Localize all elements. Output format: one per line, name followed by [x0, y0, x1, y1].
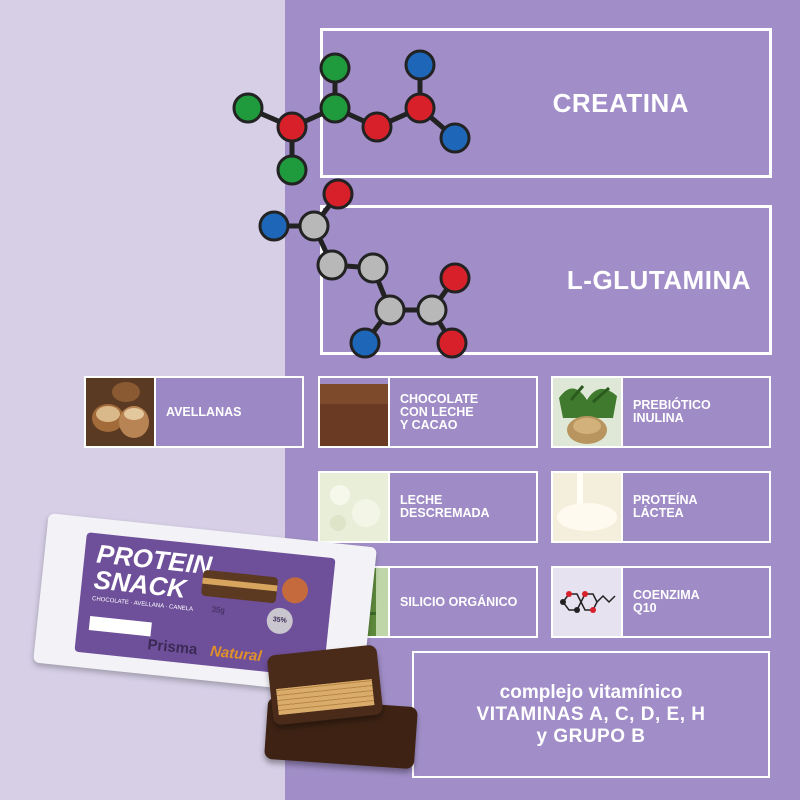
chocolate-image — [320, 378, 388, 446]
vitamin-complex-box: complejo vitamínico VITAMINAS A, C, D, E… — [412, 651, 770, 778]
wafer-layer — [276, 679, 375, 715]
card-separator — [621, 378, 623, 446]
hazelnut-image — [86, 378, 154, 446]
vitamin-line-1: complejo vitamínico — [499, 681, 683, 703]
ingredient-card-avellanas: AVELLANAS — [84, 376, 304, 448]
glutamina-box: L-GLUTAMINA — [320, 205, 772, 355]
coenzyme-structure-image — [553, 568, 621, 636]
chocolate-bar-top — [266, 644, 384, 726]
chocolate-label: CHOCOLATE CON LECHE Y CACAO — [400, 391, 479, 432]
ingredient-card-prebiotico: PREBIÓTICO INULINA — [551, 376, 771, 448]
vitamin-line-3: y GRUPO B — [536, 725, 646, 747]
ingredient-card-proteina: PROTEÍNA LÁCTEA — [551, 471, 771, 543]
leche-label: LECHE DESCREMADA — [400, 493, 490, 520]
card-separator — [621, 473, 623, 541]
creatina-label: CREATINA — [552, 87, 689, 118]
ingredient-card-chocolate: CHOCOLATE CON LECHE Y CACAO — [318, 376, 538, 448]
coenzima-label: COENZIMA Q10 — [633, 588, 700, 615]
silicio-label: SILICIO ORGÁNICO — [400, 594, 518, 609]
card-separator — [154, 378, 156, 446]
milk-pour-image — [553, 473, 621, 541]
card-separator — [621, 568, 623, 636]
glutamina-label: L-GLUTAMINA — [566, 264, 751, 295]
chicory-root-image — [553, 378, 621, 446]
vitamin-line-2: VITAMINAS A, C, D, E, H — [476, 703, 706, 725]
ingredient-card-leche: LECHE DESCREMADA — [318, 471, 538, 543]
card-separator — [388, 378, 390, 446]
proteina-label: PROTEÍNA LÁCTEA — [633, 493, 698, 520]
product-weight: 35g — [211, 604, 226, 616]
ingredient-card-coenzima: COENZIMA Q10 — [551, 566, 771, 638]
milk-powder-image — [320, 473, 388, 541]
card-separator — [388, 473, 390, 541]
avellanas-label: AVELLANAS — [166, 404, 242, 419]
product-image: PROTEIN SNACK CHOCOLATE · AVELLANA · CAN… — [30, 513, 418, 780]
creatina-box: CREATINA — [320, 28, 772, 178]
prebiotico-label: PREBIÓTICO INULINA — [633, 398, 711, 425]
card-separator — [388, 568, 390, 636]
